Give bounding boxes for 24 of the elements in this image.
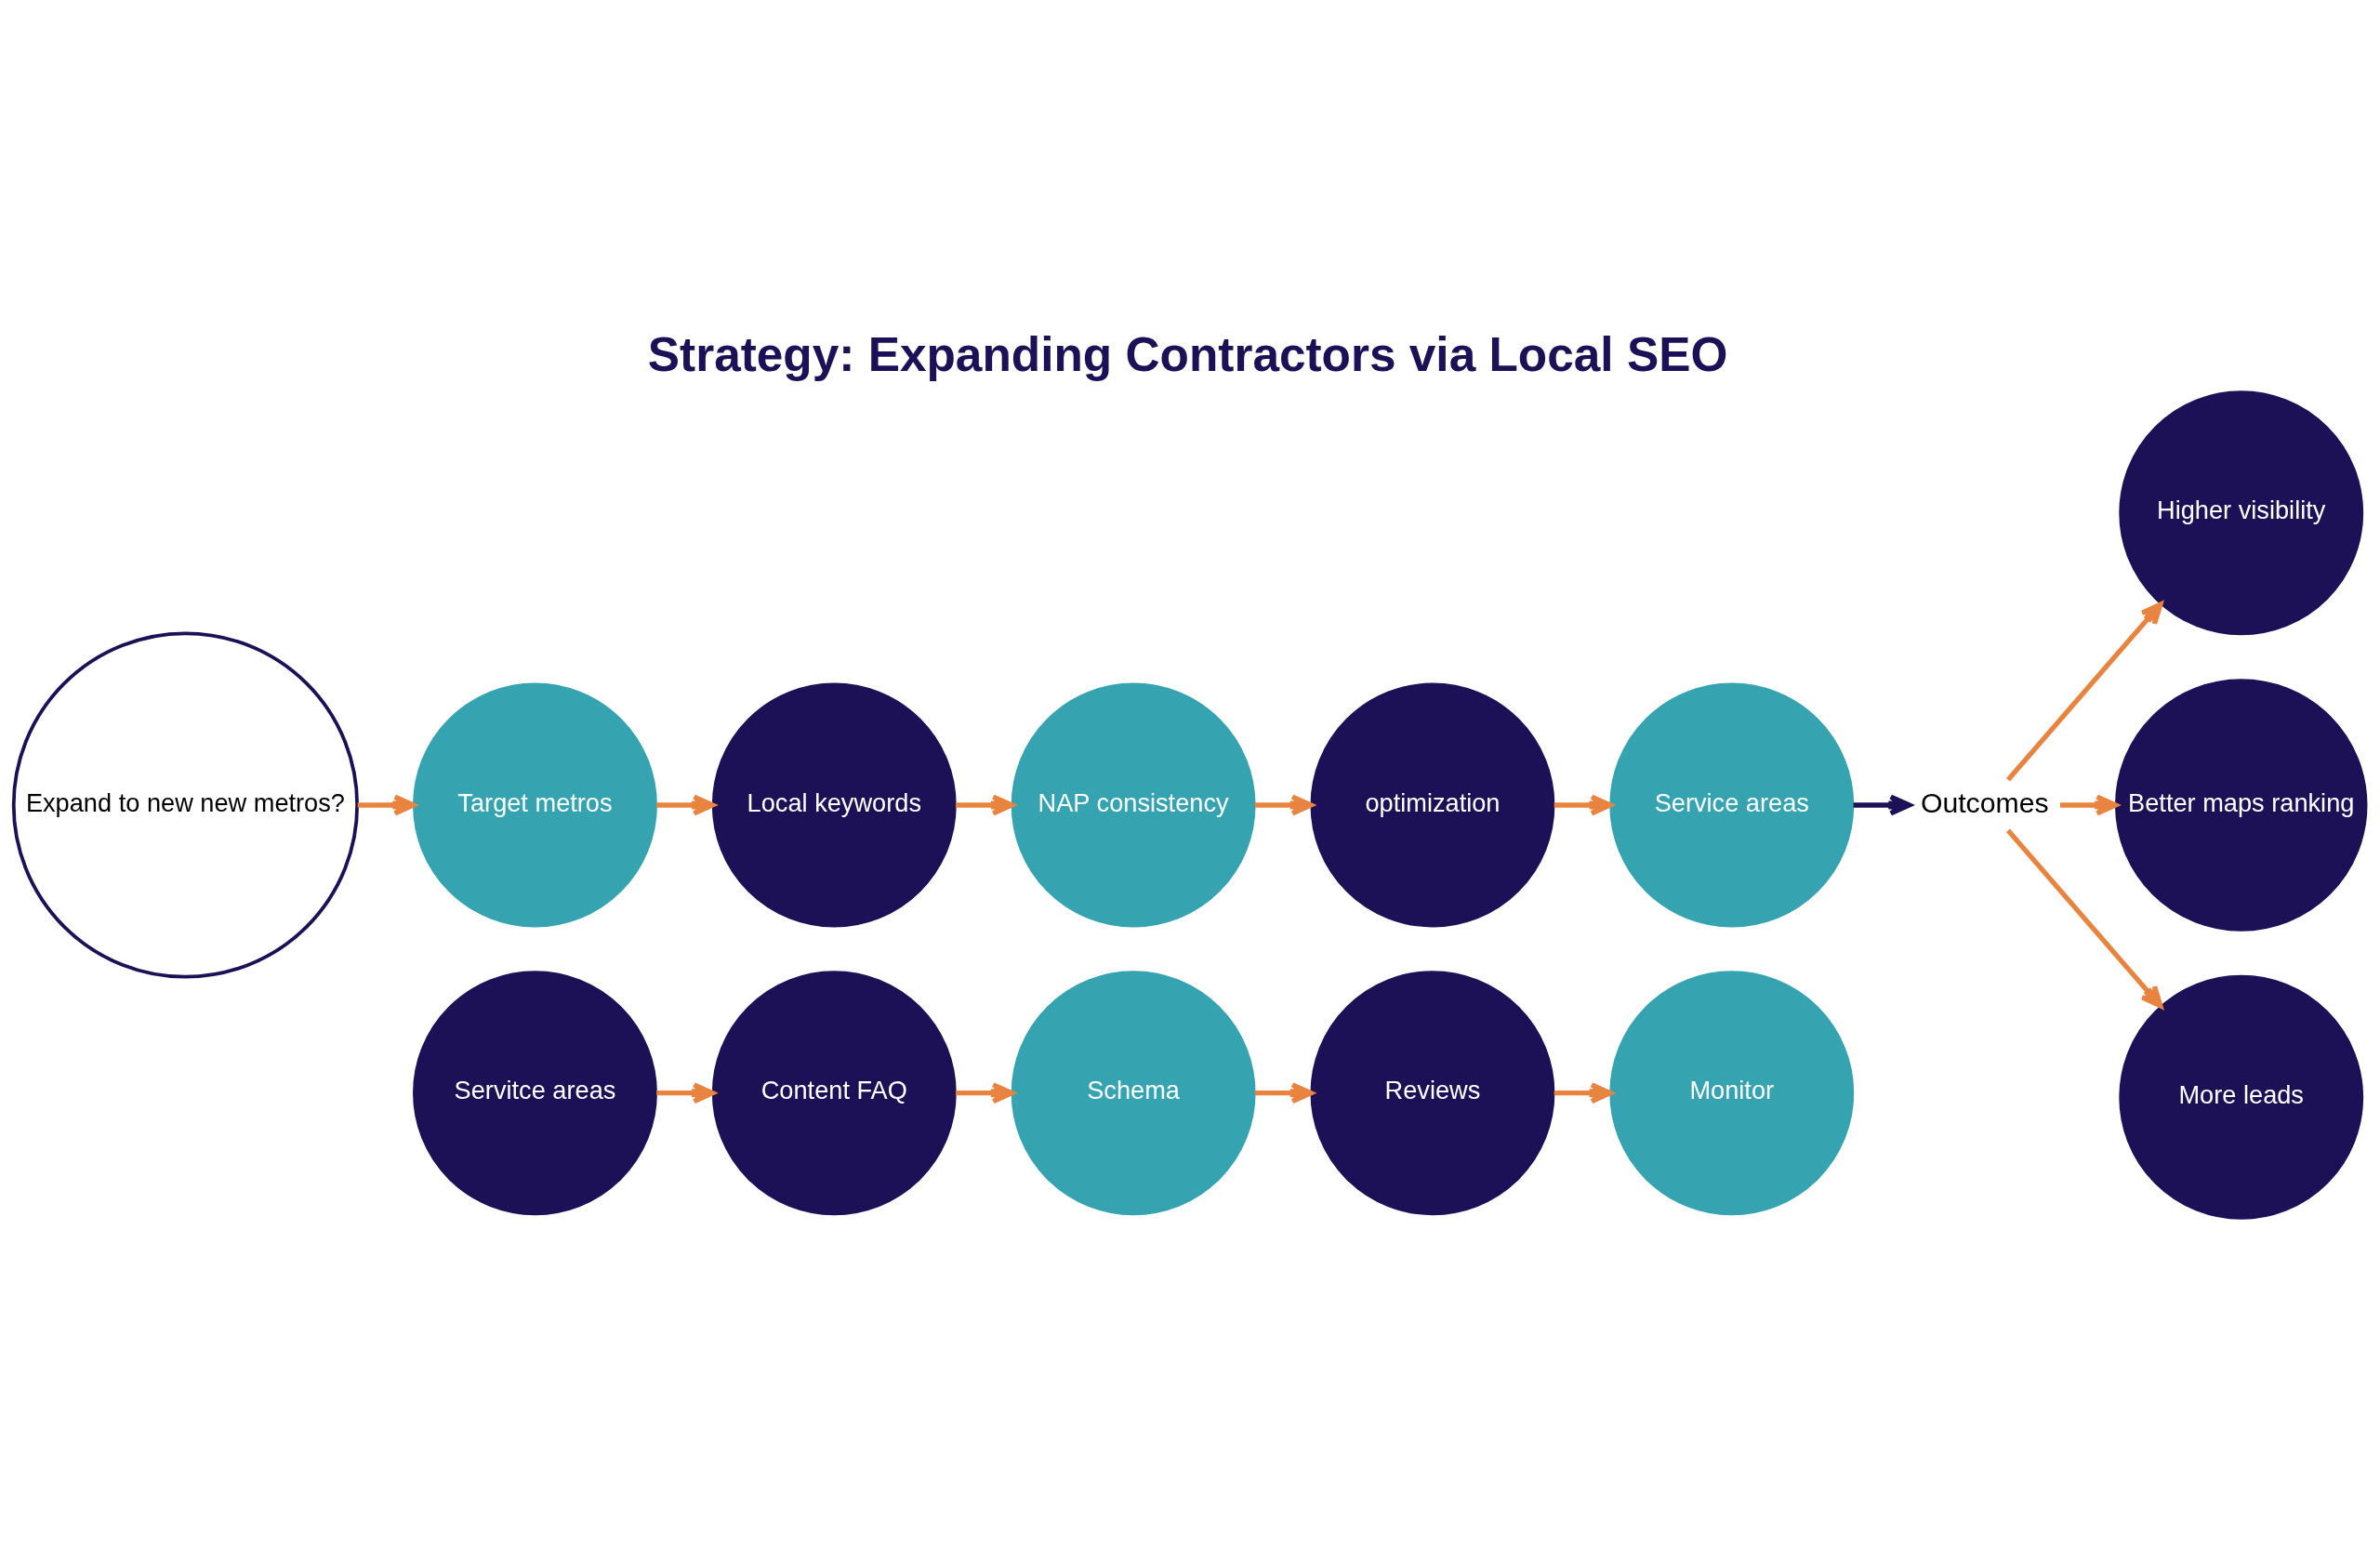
node-circle: Service areas: [1609, 682, 1855, 928]
diagram-title: Strategy: Expanding Contractors via Local SEO: [647, 326, 1728, 381]
node-circle: Reviews: [1310, 971, 1555, 1216]
node-circle: Local keywords: [711, 682, 957, 928]
node-circle: NAP consistency: [1011, 682, 1256, 928]
node-circle: Servitce areas: [413, 971, 657, 1216]
node-circle: Schema: [1011, 971, 1256, 1216]
arrow: [1554, 794, 1613, 816]
node-circle: More leads: [2119, 974, 2364, 1220]
node-circle: Content FAQ: [711, 971, 957, 1216]
arrow: [2006, 602, 2163, 782]
node-text: Outcomes: [1920, 787, 2049, 818]
node-circle: Monitor: [1609, 971, 1855, 1216]
arrow: [357, 794, 416, 816]
node-circle: Higher visibility: [2119, 390, 2364, 636]
arrow: [656, 794, 716, 816]
node-circle: optimization: [1310, 682, 1555, 928]
node-circle: Expand to new new metros?: [11, 631, 360, 979]
arrow: [2006, 828, 2163, 1009]
arrow: [656, 1082, 716, 1104]
arrow: [1853, 794, 1912, 816]
node-circle: Better maps ranking: [2115, 679, 2368, 932]
node-circle: Target metros: [413, 682, 657, 928]
arrow: [2059, 794, 2119, 816]
